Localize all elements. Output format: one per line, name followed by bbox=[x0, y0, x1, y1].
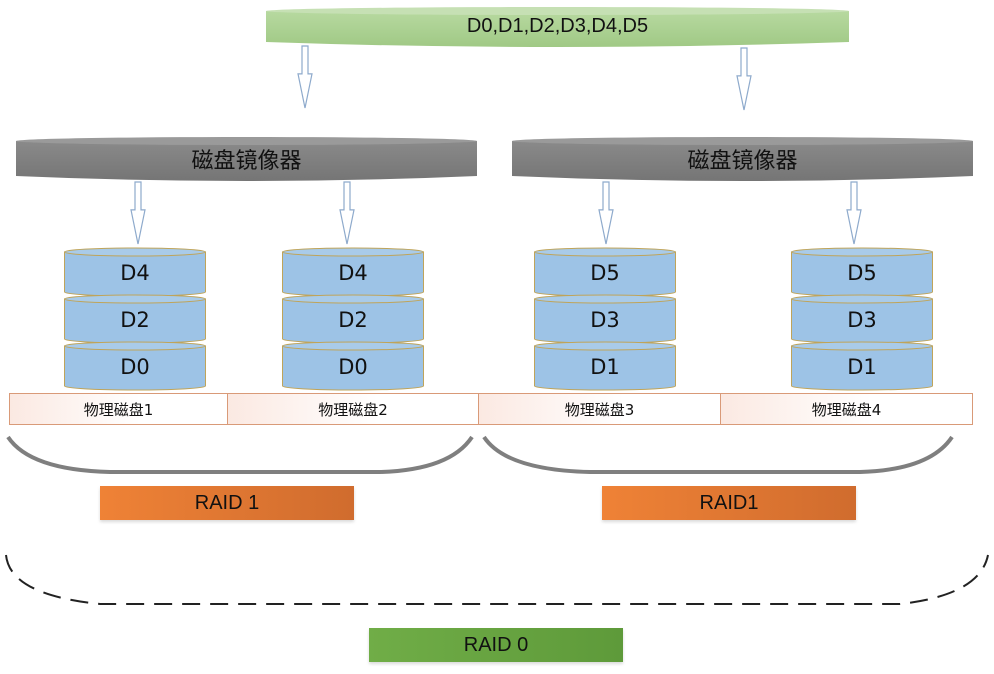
data-block-label: D2 bbox=[338, 308, 368, 332]
mirror-label-2: 磁盘镜像器 bbox=[687, 149, 798, 174]
data-block-cylinder bbox=[64, 247, 206, 297]
source-data-cylinder bbox=[266, 7, 849, 47]
data-block-cylinder bbox=[534, 341, 676, 391]
data-block-cylinder bbox=[282, 294, 424, 344]
data-block-label: D4 bbox=[120, 261, 150, 285]
arrows-group bbox=[130, 45, 862, 245]
arrow-mirror2-to-disk3 bbox=[598, 181, 614, 245]
raid1-bracket-left bbox=[6, 435, 474, 474]
physical-disk-label: 物理磁盘2 bbox=[318, 400, 388, 419]
arrow-mirror1-to-disk1 bbox=[130, 181, 146, 245]
source-data-label: D0,D1,D2,D3,D4,D5 bbox=[466, 15, 649, 37]
data-block-cylinder bbox=[791, 341, 933, 391]
data-block-label: D5 bbox=[847, 261, 877, 285]
physical-disk-label: 物理磁盘4 bbox=[811, 400, 882, 419]
data-block-cylinder bbox=[64, 294, 206, 344]
raid1-label-left: RAID 1 bbox=[100, 486, 354, 520]
data-block-cylinder bbox=[282, 341, 424, 391]
data-block-label: D3 bbox=[847, 308, 877, 332]
arrow-source-to-mirror-1 bbox=[297, 45, 313, 109]
data-block-label: D4 bbox=[338, 261, 368, 285]
data-block-cylinder bbox=[534, 294, 676, 344]
physical-disk-2: 物理磁盘2 bbox=[227, 393, 479, 425]
physical-disk-1: 物理磁盘1 bbox=[9, 393, 228, 425]
data-block-cylinder bbox=[64, 341, 206, 391]
raid0-label: RAID 0 bbox=[369, 628, 623, 662]
physical-disk-4: 物理磁盘4 bbox=[720, 393, 973, 425]
mirror-cylinder-2 bbox=[512, 137, 973, 181]
raid1-label-right: RAID1 bbox=[602, 486, 856, 520]
data-block-label: D2 bbox=[120, 308, 150, 332]
data-block-cylinder bbox=[534, 247, 676, 297]
data-block-label: D0 bbox=[120, 355, 150, 379]
data-block-label: D1 bbox=[590, 355, 620, 379]
physical-disk-label: 物理磁盘3 bbox=[564, 400, 635, 419]
physical-disk-label: 物理磁盘1 bbox=[83, 400, 154, 419]
arrow-source-to-mirror-2 bbox=[736, 47, 752, 111]
physical-disk-3: 物理磁盘3 bbox=[478, 393, 721, 425]
data-block-label: D0 bbox=[338, 355, 368, 379]
arrow-mirror2-to-disk4 bbox=[846, 181, 862, 245]
data-block-label: D1 bbox=[847, 355, 877, 379]
raid0-bracket bbox=[5, 554, 989, 605]
mirror-label-1: 磁盘镜像器 bbox=[191, 149, 302, 174]
raid1-bracket-right bbox=[482, 435, 954, 474]
data-block-label: D3 bbox=[590, 308, 620, 332]
blocks-group bbox=[64, 247, 933, 391]
mirror-cylinder-1 bbox=[16, 137, 477, 181]
data-block-cylinder bbox=[282, 247, 424, 297]
data-block-label: D5 bbox=[590, 261, 620, 285]
data-block-cylinder bbox=[791, 247, 933, 297]
arrow-mirror1-to-disk2 bbox=[339, 181, 355, 245]
